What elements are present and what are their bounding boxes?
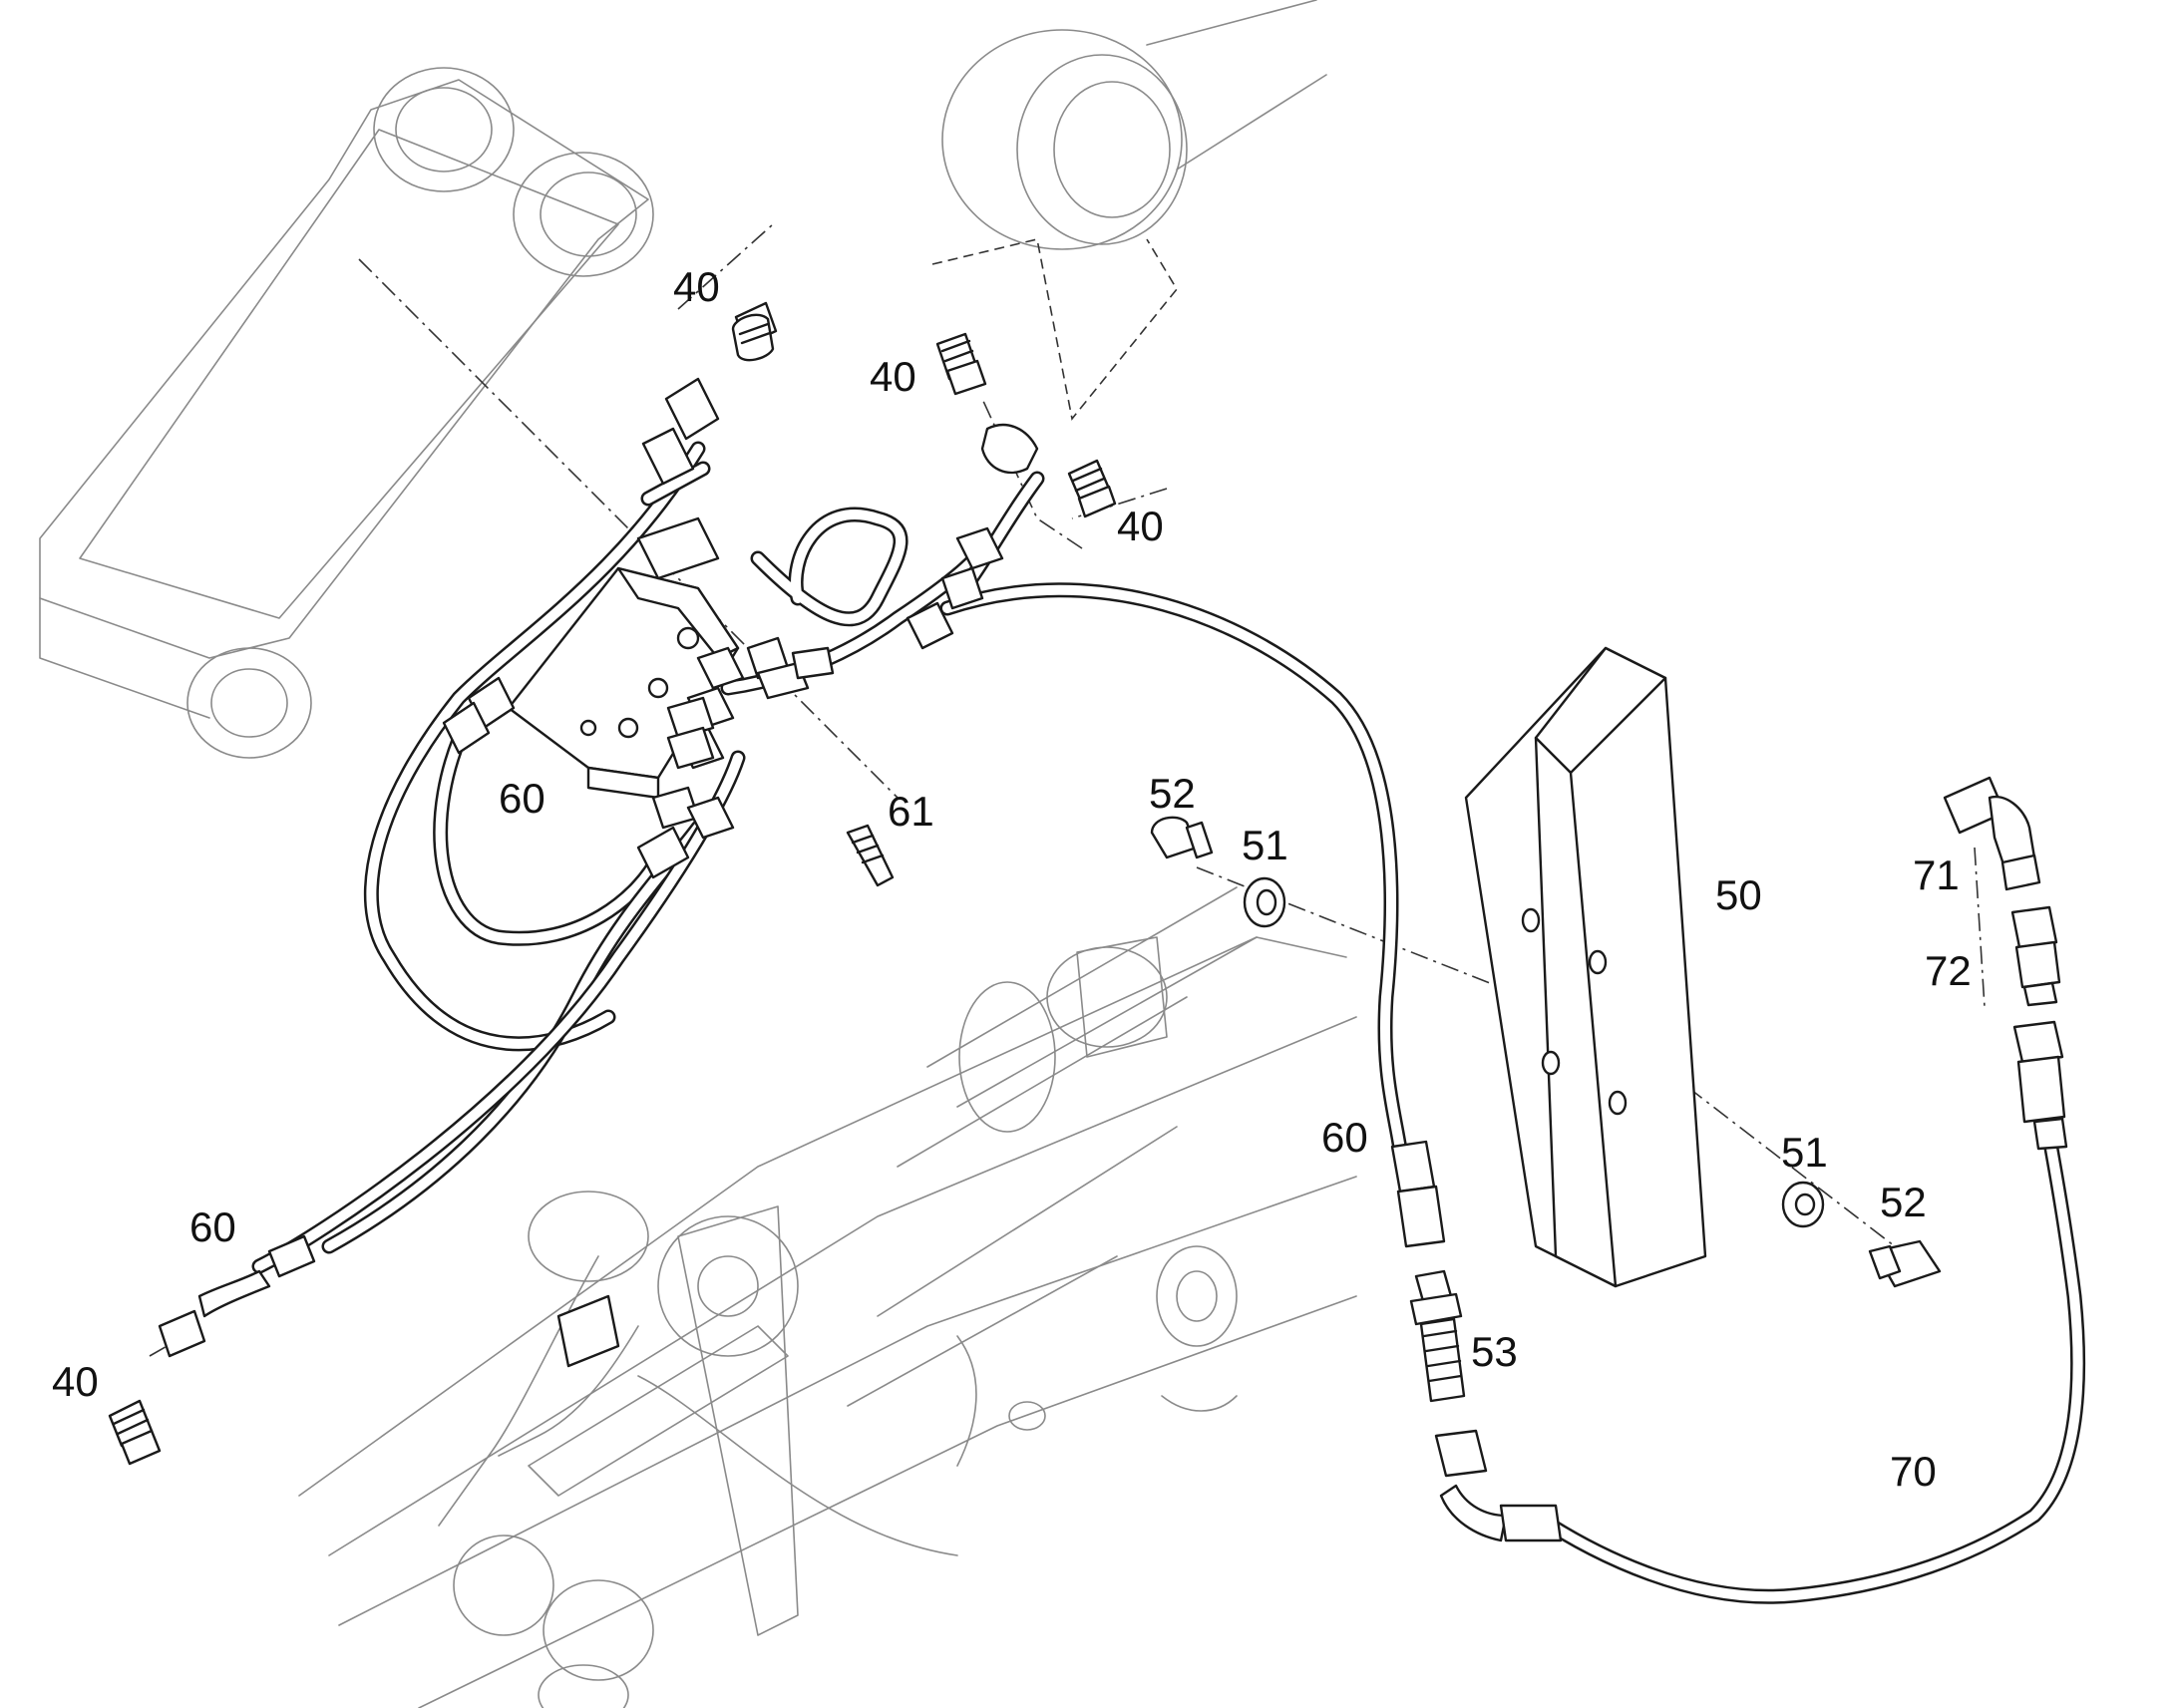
callout-72: 72: [1925, 947, 1972, 994]
hose-60-right-fitting: [1390, 1140, 1446, 1248]
bracket-50: [1464, 646, 1707, 1288]
hose-end-fittings: [158, 377, 1039, 1358]
callout-60-right: 60: [1321, 1114, 1368, 1161]
callout-40-bottom-left: 40: [52, 1358, 99, 1405]
fitting-40-right: [1067, 459, 1117, 518]
callout-51-top: 51: [1242, 822, 1288, 868]
adapter-72: [2010, 905, 2061, 1007]
callout-52-top: 52: [1149, 770, 1196, 817]
fitting-40-top-center: [935, 332, 987, 396]
callout-71: 71: [1913, 852, 1960, 898]
callout-60-left: 60: [189, 1203, 236, 1250]
callout-51-bottom: 51: [1781, 1129, 1828, 1176]
washer-51-top: [1243, 876, 1286, 928]
hose-70-elbow: [1434, 1429, 1563, 1542]
washer-51-bottom: [1781, 1181, 1825, 1228]
small-hoses-outline: [438, 1255, 977, 1556]
fitting-40-top-left: [731, 301, 778, 362]
hose-bundle: [251, 441, 2086, 1604]
boom-cylinder-eye-outline: [941, 0, 1327, 250]
link-arm-outline: [39, 67, 654, 759]
callout-40-top-left: 40: [673, 263, 720, 310]
adapter-53: [1409, 1269, 1466, 1403]
bolt-61: [846, 824, 895, 887]
hose-70-top-fitting: [2012, 1020, 2068, 1151]
elbow-71: [1943, 776, 2041, 891]
callout-53: 53: [1471, 1328, 1518, 1375]
callout-50: 50: [1715, 871, 1762, 918]
plug-52-bottom: [1868, 1239, 1942, 1288]
callout-40-right: 40: [1117, 503, 1164, 549]
plug-52-top: [1150, 816, 1214, 859]
callout-70: 70: [1890, 1448, 1937, 1495]
fitting-40-bottom-left: [108, 1399, 162, 1466]
callout-60-valve: 60: [499, 775, 545, 822]
boom-structure-outline: [298, 886, 1357, 1708]
callout-40-top-center: 40: [870, 353, 916, 400]
callout-labels: 40 40 40 40 60 60 60 61 52 51 50 51 52 5…: [52, 263, 1972, 1495]
callout-52-bottom: 52: [1880, 1179, 1927, 1225]
callout-61: 61: [888, 788, 934, 835]
